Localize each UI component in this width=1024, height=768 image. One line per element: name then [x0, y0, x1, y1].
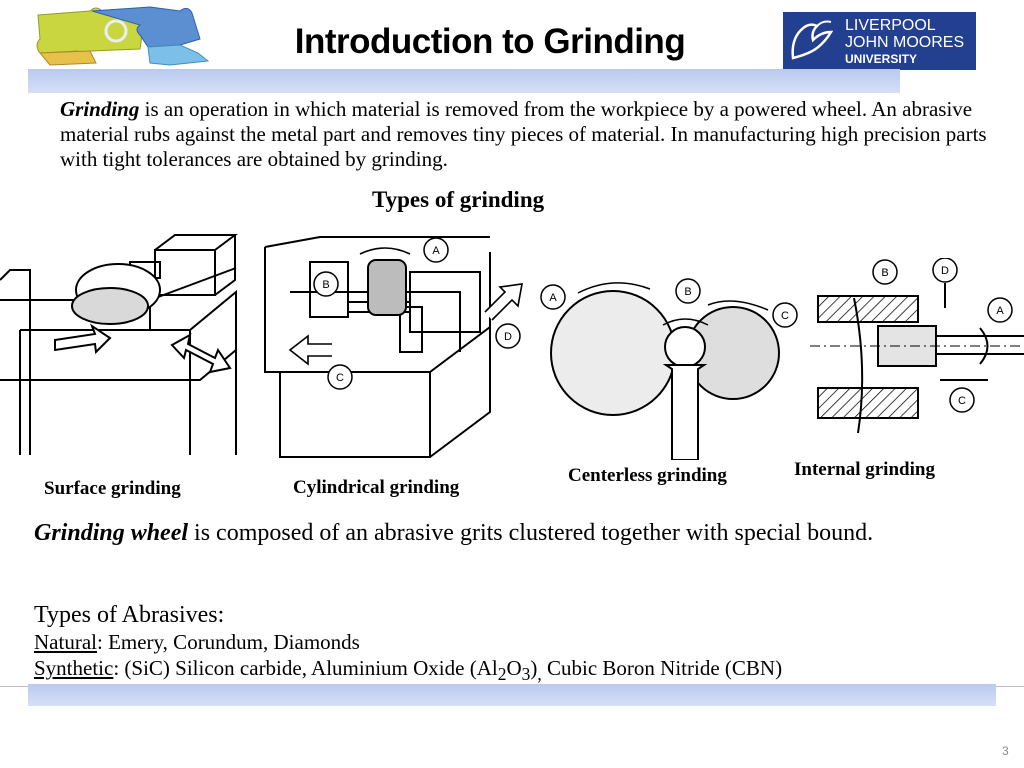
slide-title: Introduction to Grinding — [294, 22, 686, 61]
abrasives-title: Types of Abrasives: — [34, 602, 225, 628]
surface-grinding-diagram — [0, 230, 240, 455]
caption-internal-grinding: Internal grinding — [794, 459, 935, 480]
internal-grinding-diagram: B D A C — [810, 257, 1024, 438]
intro-text: is an operation in which material is rem… — [60, 97, 987, 171]
synthetic-text-3: Cubic Boron Nitride (CBN) — [541, 656, 783, 680]
slide-number: 3 — [1002, 744, 1009, 758]
grinding-wheel-text: is composed of an abrasive grits cluster… — [188, 520, 874, 546]
svg-text:B: B — [881, 267, 888, 279]
types-of-grinding-heading: Types of grinding — [372, 187, 545, 212]
intro-paragraph: Grinding is an operation in which materi… — [60, 97, 990, 172]
centerless-grinding-diagram: A B C — [538, 265, 803, 461]
title-underline-band — [28, 69, 900, 93]
ljmu-logo-line-2: JOHN MOORES — [845, 34, 965, 51]
ljmu-logo: LIVERPOOL JOHN MOORES UNIVERSITY — [783, 12, 976, 70]
svg-text:C: C — [958, 395, 966, 407]
synthetic-text-2: ) — [530, 656, 538, 680]
natural-label: Natural — [34, 630, 97, 654]
caption-surface-grinding: Surface grinding — [44, 478, 181, 499]
abrasives-synthetic: Synthetic: (SiC) Silicon carbide, Alumin… — [34, 656, 782, 685]
svg-text:C: C — [336, 372, 344, 384]
grinding-wheel-paragraph: Grinding wheel is composed of an abrasiv… — [34, 520, 994, 547]
svg-text:A: A — [432, 245, 440, 257]
synthetic-label: Synthetic — [34, 656, 114, 680]
svg-text:B: B — [684, 286, 691, 298]
ljmu-logo-line-1: LIVERPOOL — [845, 17, 936, 34]
svg-text:D: D — [504, 331, 512, 343]
cylindrical-grinding-diagram: A B C D — [260, 232, 530, 460]
bottom-band — [28, 684, 996, 706]
subscript-2: 2 — [497, 664, 507, 685]
natural-text: : Emery, Corundum, Diamonds — [96, 630, 360, 654]
intro-term: Grinding — [60, 97, 140, 121]
puzzle-logo — [30, 5, 215, 67]
synthetic-text-1: : (SiC) Silicon carbide, Aluminium Oxide… — [113, 656, 498, 680]
grinding-wheel-term: Grinding wheel — [34, 520, 189, 546]
svg-text:C: C — [781, 310, 789, 322]
oxygen-symbol: O — [506, 656, 522, 680]
svg-text:B: B — [322, 279, 329, 291]
ljmu-logo-line-3: UNIVERSITY — [845, 52, 918, 66]
synthetic-comma: , — [537, 664, 542, 685]
subscript-3: 3 — [521, 664, 531, 685]
svg-text:A: A — [996, 305, 1004, 317]
liver-bird-icon — [791, 20, 834, 60]
svg-text:A: A — [549, 292, 557, 304]
abrasives-natural: Natural: Emery, Corundum, Diamonds — [34, 630, 360, 655]
caption-cylindrical-grinding: Cylindrical grinding — [293, 477, 460, 498]
svg-text:D: D — [941, 265, 949, 277]
caption-centerless-grinding: Centerless grinding — [568, 465, 727, 486]
